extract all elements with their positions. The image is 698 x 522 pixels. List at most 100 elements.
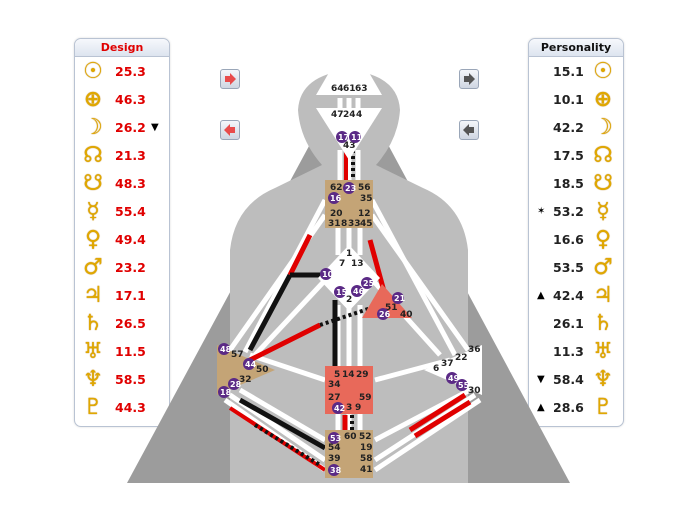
sun-icon: ☉ [83,59,103,84]
personality-value: 17.5 [553,148,584,163]
moon-icon: ☽ [83,115,103,140]
sacral-gate-14: 14 [342,370,355,380]
personality-value: 28.6 [553,400,584,415]
design-value: 26.2 [115,120,146,135]
personality-row: ☉15.1 [529,59,623,85]
neptune-icon: ♆ [593,367,613,392]
design-row: ♄ 26.5 [75,311,169,337]
design-value: 44.3 [115,400,146,415]
design-next-button[interactable] [220,69,240,89]
root-gate-19: 19 [360,443,373,453]
throat-gate-62: 62 [330,183,343,193]
jupiter-icon: ♃ [83,283,103,308]
personality-value: 18.5 [553,176,584,191]
personality-value: 53.2 [553,204,584,219]
ajna-center [316,108,382,160]
gate-bubble-23: 23 [345,184,356,193]
sp-gate-36: 36 [468,345,481,355]
ajna-gate-43: 43 [343,141,356,151]
south-node-icon: ☋ [593,171,613,196]
head-gate-61: 61 [343,84,356,94]
design-row: ♂23.2 [75,255,169,281]
personality-row: ♄26.1 [529,311,623,337]
north-node-icon: ☊ [83,143,103,168]
g-gate-7: 7 [339,259,345,269]
sp-gate-22: 22 [455,353,468,363]
personality-mark: ▲ [537,290,545,301]
design-value: 58.5 [115,372,146,387]
design-row: ♇ 44.3 [75,395,169,421]
root-gate-60: 60 [344,432,357,442]
sacral-gate-3: 3 [346,403,352,413]
gate-bubble-10: 10 [322,270,334,279]
throat-gate-12: 12 [358,209,371,219]
moon-icon: ☽ [593,115,613,140]
ajna-gate-4: 4 [356,110,362,120]
heart-gate-40: 40 [400,310,413,320]
gate-bubble-42: 42 [334,404,345,413]
personality-value: 11.3 [553,344,584,359]
sp-gate-6: 6 [433,364,439,374]
pluto-icon: ♇ [83,395,103,420]
throat-gate-31: 31 [328,219,341,229]
design-mark: ▼ [151,122,159,133]
arrow-left-icon [224,124,235,136]
design-panel: Design ☉25.3⊕46.3☽26.2▼☊21.3☋48.3☿55.4♀4… [74,38,170,427]
personality-row: ☿53.2✶ [529,199,623,225]
personality-value: 16.6 [553,232,584,247]
mercury-icon: ☿ [596,199,610,224]
personality-value: 42.4 [553,288,584,303]
design-value: 49.4 [115,232,146,247]
design-row: ☿55.4 [75,199,169,225]
head-gate-63: 63 [355,84,368,94]
gate-bubble-28: 28 [230,380,242,389]
design-row: ♃17.1 [75,283,169,309]
design-row: ☽ 26.2 ▼ [75,115,169,141]
personality-prev-button[interactable] [459,120,479,140]
sp-gate-37: 37 [441,359,454,369]
g-gate-13: 13 [351,259,364,269]
design-value: 26.5 [115,316,146,331]
heart-gate-51: 51 [385,303,398,313]
venus-icon: ♀ [84,227,102,252]
sacral-gate-27: 27 [328,393,341,403]
root-gate-54: 54 [328,443,341,453]
root-gate-41: 41 [360,465,373,475]
personality-row: ☊ 17.5 [529,143,623,169]
active-channels [228,150,472,472]
head-center [316,38,382,95]
personality-next-button[interactable] [459,69,479,89]
gate-bubble-58: 38 [330,466,342,475]
design-value: 46.3 [115,92,146,107]
design-value: 11.5 [115,344,146,359]
earth-icon: ⊕ [83,87,103,112]
design-row: ☉25.3 [75,59,169,85]
spleen-gate-50: 50 [256,365,269,375]
ajna-gate-47: 47 [331,110,344,120]
uranus-icon: ♅ [83,339,103,364]
design-prev-button[interactable] [220,120,240,140]
head-gates: 64 [331,84,344,94]
gate-bubble-44: 44 [245,360,257,369]
sacral-gate-34: 34 [328,380,341,390]
personality-row: ♆58.4▼ [529,367,623,393]
personality-mark: ▼ [537,374,545,385]
personality-value: 15.1 [553,64,584,79]
design-value: 23.2 [115,260,146,275]
mercury-icon: ☿ [86,199,100,224]
arrow-left-icon [463,124,474,136]
south-node-icon: ☋ [83,171,103,196]
personality-row: ♃42.4▲ [529,283,623,309]
pluto-icon: ♇ [593,395,613,420]
north-node-icon: ☊ [593,143,613,168]
design-value: 48.3 [115,176,146,191]
personality-value: 10.1 [553,92,584,107]
saturn-icon: ♄ [83,311,103,336]
gate-labels: 64 61 63 47 24 4 43 62 56 35 20 12 31 8 … [231,84,481,475]
throat-gate-56: 56 [358,183,371,193]
personality-row: ☽42.2 [529,115,623,141]
saturn-icon: ♄ [593,311,613,336]
design-row: ♅ 11.5 [75,339,169,365]
gate-bubble-11: 11 [351,133,363,142]
